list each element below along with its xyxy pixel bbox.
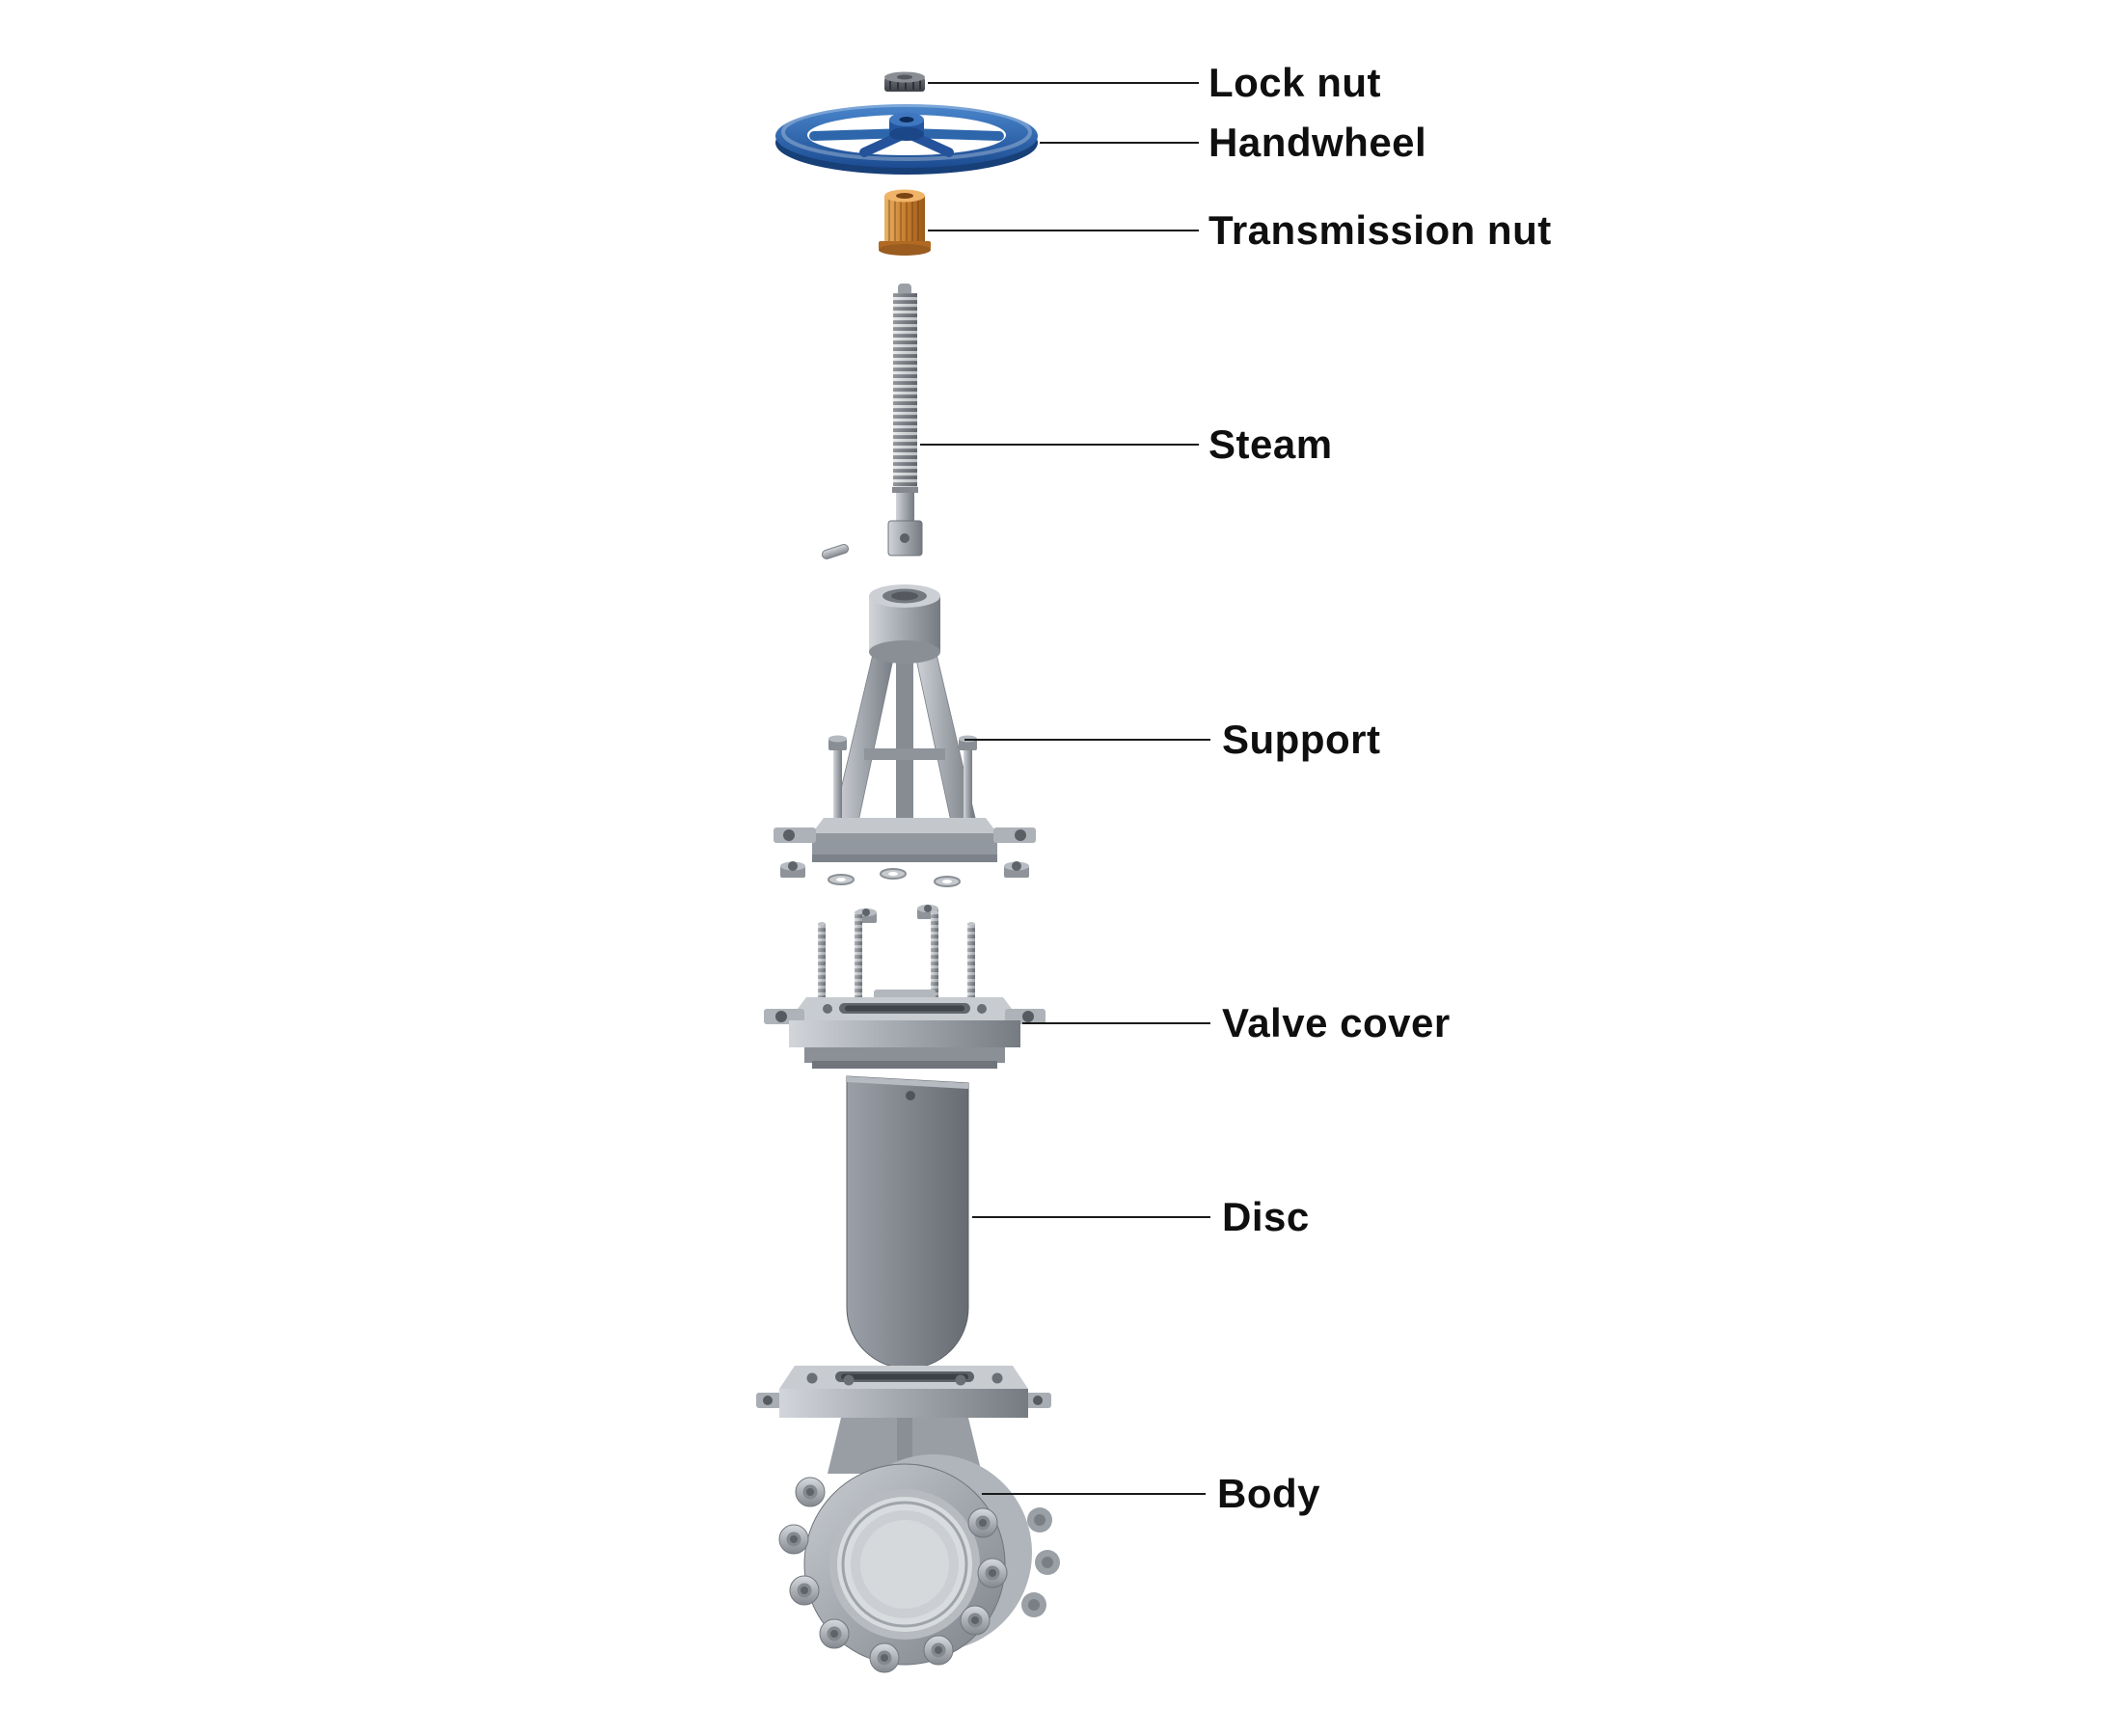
label-transmission-nut: Transmission nut [1208,207,1552,253]
label-body: Body [1217,1471,1320,1516]
label-disc: Disc [1222,1194,1310,1239]
fasteners-group [780,861,1029,1005]
support-part [774,584,1036,862]
pin-part [821,544,850,559]
label-steam: Steam [1208,421,1333,467]
body-part [756,1366,1060,1673]
label-valve-cover: Valve cover [1222,1000,1451,1045]
transmission-nut-part [879,189,931,256]
washer-icon [828,868,961,887]
valve-cover-part [764,990,1045,1069]
label-support: Support [1222,717,1381,762]
handwheel-part [775,103,1038,175]
label-lock-nut: Lock nut [1208,60,1381,105]
leader-lines [920,82,1210,1495]
stem-part [887,284,923,556]
body-lugs [778,1477,1008,1673]
disc-part [846,1075,969,1370]
label-handwheel: Handwheel [1208,120,1427,165]
lock-nut-part [884,71,925,92]
